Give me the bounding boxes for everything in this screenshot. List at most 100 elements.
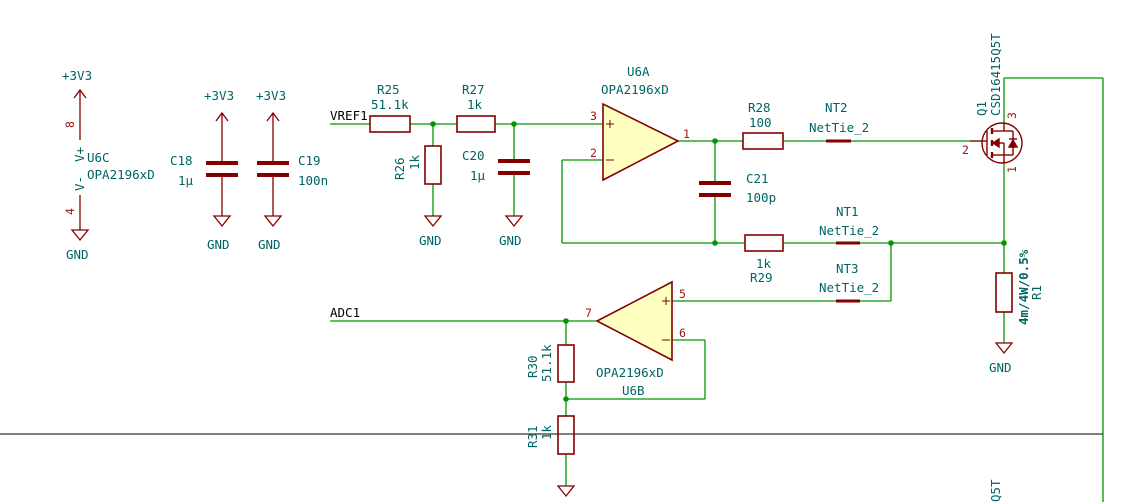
r29-body xyxy=(744,234,784,252)
junction-r27-c20 xyxy=(511,121,517,127)
r28-value: 100 xyxy=(749,115,772,130)
junction-r25-r27 xyxy=(430,121,436,127)
r25-reference: R25 xyxy=(377,82,400,97)
u6a-body xyxy=(602,102,680,182)
nt2-value: NetTie_2 xyxy=(809,120,869,135)
u6c-pin8-number: 8 xyxy=(63,121,77,128)
c19-value: 100n xyxy=(298,173,328,188)
r25-body xyxy=(369,115,411,133)
u6c-vplus-name: V+ xyxy=(72,147,87,162)
r28-reference: R28 xyxy=(748,100,771,115)
r26-body xyxy=(424,145,442,185)
q1-outline xyxy=(981,122,1023,164)
u6c-pin4-number: 4 xyxy=(63,208,77,215)
c18-reference: C18 xyxy=(170,153,193,168)
u6a-pin3-number: 3 xyxy=(590,109,597,123)
c21-reference: C21 xyxy=(746,171,769,186)
u6b-body xyxy=(595,280,673,362)
net-label-adc1: ADC1 xyxy=(330,305,360,320)
r27-body xyxy=(456,115,496,133)
u6c-vminus-name: V- xyxy=(72,176,87,191)
u6b-value: OPA2196xD xyxy=(596,365,664,380)
u6b-pin6-number: 6 xyxy=(679,326,686,340)
r31-gnd-triangle xyxy=(556,485,576,498)
r31-value: 1k xyxy=(539,424,554,440)
c18-vcc-arrow xyxy=(215,111,229,122)
junction-c21-fb xyxy=(712,240,718,246)
u6a-pin2-number: 2 xyxy=(590,146,597,160)
u6c-gnd-triangle xyxy=(70,229,90,242)
c19-vcc-arrow xyxy=(266,111,280,122)
q1-arrow xyxy=(991,137,1000,149)
r1-gnd-label: GND xyxy=(989,360,1012,375)
junction-nt1-nt3 xyxy=(888,240,894,246)
r30-reference: R30 xyxy=(525,355,540,378)
r27-reference: R27 xyxy=(462,82,485,97)
q1-diode-triangle xyxy=(1007,138,1019,148)
r26-gnd-triangle xyxy=(423,215,443,228)
junction-u6a-out xyxy=(712,138,718,144)
u6c-reference: U6C xyxy=(87,150,110,165)
r28-body xyxy=(742,132,784,150)
r31-reference: R31 xyxy=(525,425,540,448)
r30-body xyxy=(557,344,575,383)
c20-gnd-label: GND xyxy=(499,233,522,248)
u6b-reference: U6B xyxy=(622,383,645,398)
q1-pin3-number: 3 xyxy=(1005,112,1019,119)
r1-body xyxy=(995,272,1013,313)
pin-stubs xyxy=(79,112,987,230)
r30-value: 51.1k xyxy=(539,344,554,382)
u6c-vcc-label: +3V3 xyxy=(62,68,92,83)
c18-value: 1µ xyxy=(178,173,194,188)
q-partial-label: Q5T xyxy=(988,479,1003,502)
r25-value: 51.1k xyxy=(371,97,409,112)
r1-gnd-triangle xyxy=(994,342,1014,355)
nt1-value: NetTie_2 xyxy=(819,223,879,238)
labels: +3V3 +3V3 +3V3 GND GND GND GND GND GND 8… xyxy=(62,33,1044,502)
junction-sense xyxy=(1001,240,1007,246)
r27-value: 1k xyxy=(467,97,483,112)
c19-gnd-label: GND xyxy=(258,237,281,252)
u6a-value: OPA2196xD xyxy=(601,82,669,97)
nt3-reference: NT3 xyxy=(836,261,859,276)
capacitors xyxy=(206,159,731,197)
r29-value: 1k xyxy=(756,256,772,271)
q1-value: CSD16415Q5T xyxy=(988,33,1003,116)
r1-value: 4m/4W/0.5% xyxy=(1016,249,1031,325)
q1-pin2-number: 2 xyxy=(962,143,969,157)
nt2-reference: NT2 xyxy=(825,100,848,115)
c19-vcc-label: +3V3 xyxy=(256,88,286,103)
c18-gnd-triangle xyxy=(212,215,232,228)
u6c-value: OPA2196xD xyxy=(87,167,155,182)
c20-value: 1µ xyxy=(470,168,486,183)
junction-adc1 xyxy=(563,318,569,324)
r26-value: 1k xyxy=(407,154,422,170)
resistors xyxy=(369,115,1013,455)
u6b-pin7-number: 7 xyxy=(585,306,592,320)
c20-gnd-triangle xyxy=(504,215,524,228)
power-symbols xyxy=(70,88,1014,498)
junctions xyxy=(430,121,1007,402)
c20-reference: C20 xyxy=(462,148,485,163)
u6a-pin1-number: 1 xyxy=(683,127,690,141)
r31-body xyxy=(557,415,575,455)
c18-vcc-label: +3V3 xyxy=(204,88,234,103)
r26-reference: R26 xyxy=(392,157,407,180)
q1-mosfet xyxy=(981,122,1023,164)
wires xyxy=(330,77,1104,502)
q1-pin1-number: 1 xyxy=(1005,166,1019,173)
u6c-gnd-label: GND xyxy=(66,247,89,262)
r1-reference: R1 xyxy=(1029,285,1044,300)
net-ties xyxy=(826,139,860,303)
c18-gnd-label: GND xyxy=(207,237,230,252)
r26-gnd-label: GND xyxy=(419,233,442,248)
c19-reference: C19 xyxy=(298,153,321,168)
junction-r30-r31 xyxy=(563,396,569,402)
nt3-value: NetTie_2 xyxy=(819,280,879,295)
c19-gnd-triangle xyxy=(263,215,283,228)
nt1-reference: NT1 xyxy=(836,204,859,219)
u6b-pin5-number: 5 xyxy=(679,287,686,301)
c21-value: 100p xyxy=(746,190,776,205)
net-label-vref1: VREF1 xyxy=(330,108,368,123)
